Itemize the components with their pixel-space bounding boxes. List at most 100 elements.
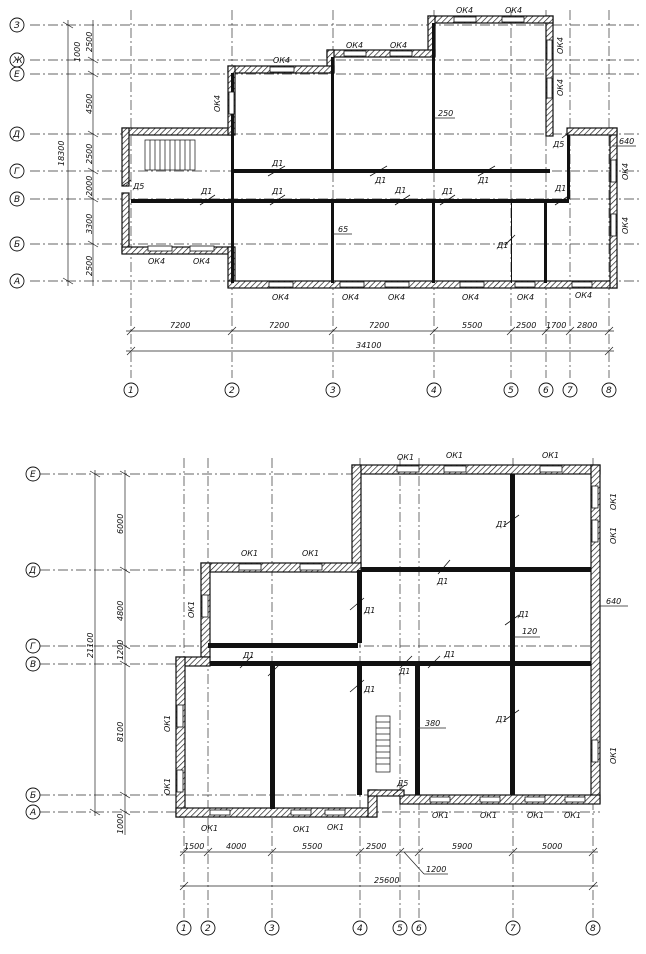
window-label: ОК4 <box>346 41 363 50</box>
dim-text: 4800 <box>116 601 125 621</box>
door-label: Д5 <box>396 779 408 788</box>
col-axis-label: 6 <box>543 386 549 396</box>
row-axis-label: Е <box>14 70 20 80</box>
plan2-exterior-walls <box>175 464 601 818</box>
callout-65: 65 <box>338 225 348 234</box>
dim-text: 7200 <box>269 321 289 330</box>
window-label: ОК4 <box>390 41 407 50</box>
dim-text: 7200 <box>369 321 389 330</box>
row-axis-label: Г <box>30 642 36 652</box>
row-axis-label: Ж <box>12 56 23 66</box>
window-label: ОК1 <box>527 811 544 820</box>
door-label: Д1 <box>394 186 406 195</box>
window-label: ОК4 <box>621 217 630 234</box>
row-axis-label: Б <box>30 791 36 801</box>
window-label: ОК1 <box>302 549 319 558</box>
dim-text: 1500 <box>184 842 204 851</box>
plan2-bottom-dimensions: 1500 4000 5500 2500 5900 5000 1200 25600 <box>179 842 598 891</box>
col-axis-label: 5 <box>397 924 403 934</box>
window-label: ОК4 <box>272 293 289 302</box>
door-label: Д5 <box>132 182 144 191</box>
col-axis-label: 7 <box>510 924 516 934</box>
dim-text: 4500 <box>85 94 94 114</box>
col-axis-label: 3 <box>269 924 275 934</box>
door-label: Д1 <box>363 685 375 694</box>
callout-640: 640 <box>606 597 621 606</box>
plan1-window-labels: ОК4 ОК4 ОК4 ОК4 ОК4 ОК4 ОК4 ОК4 ОК4 ОК4 … <box>148 6 630 302</box>
plan2-interior-walls <box>208 474 591 809</box>
door-label: Д1 <box>271 187 283 196</box>
door-label: Д1 <box>477 176 489 185</box>
col-axis-label: 3 <box>330 386 336 396</box>
dim-text: 2000 <box>85 176 94 196</box>
col-axis-label: 5 <box>508 386 514 396</box>
plan1-column-axis-bubbles: 1 2 3 4 5 6 7 8 <box>123 382 617 398</box>
overall-width: 34100 <box>356 341 381 350</box>
dim-text: 2500 <box>85 144 94 164</box>
plan2-windows <box>176 465 599 816</box>
window-label: ОК1 <box>187 601 196 618</box>
dim-text: 5000 <box>542 842 562 851</box>
door-label: Д1 <box>436 577 448 586</box>
plan1-door-ticks <box>121 129 573 246</box>
door-label: Д1 <box>495 520 507 529</box>
door-label: Д1 <box>200 187 212 196</box>
window-label: ОК4 <box>462 293 479 302</box>
col-axis-label: 8 <box>606 386 612 396</box>
window-label: ОК1 <box>609 747 618 764</box>
callout-380: 380 <box>425 719 440 728</box>
window-label: ОК1 <box>609 493 618 510</box>
dim-text: 4000 <box>226 842 246 851</box>
dim-text: 8100 <box>116 722 125 742</box>
row-axis-label: Д <box>12 130 20 140</box>
plan2-door-ticks <box>239 514 520 796</box>
door-label: Д1 <box>398 667 410 676</box>
window-label: ОК4 <box>342 293 359 302</box>
door-label: Д5 <box>552 140 564 149</box>
door-label: Д1 <box>363 606 375 615</box>
door-label: Д1 <box>517 610 529 619</box>
row-axis-label: В <box>30 660 36 670</box>
callout-640: 640 <box>619 137 634 146</box>
window-label: ОК4 <box>575 291 592 300</box>
plan2-callouts: 640 120 380 <box>418 597 628 729</box>
dim-text: 2500 <box>516 321 536 330</box>
dim-text: 6000 <box>116 514 125 534</box>
window-label: ОК4 <box>388 293 405 302</box>
door-label: Д1 <box>443 650 455 659</box>
window-label: ОК4 <box>517 293 534 302</box>
col-axis-label: 4 <box>357 924 363 934</box>
plan2-door-labels: Д1 Д1 Д1 Д1 Д1 Д1 Д1 Д1 Д1 Д5 <box>242 520 529 788</box>
window-label: ОК1 <box>446 451 463 460</box>
window-label: ОК4 <box>505 6 522 15</box>
window-label: ОК1 <box>480 811 497 820</box>
window-label: ОК1 <box>293 825 310 834</box>
window-label: ОК4 <box>621 163 630 180</box>
row-axis-label: А <box>29 808 36 818</box>
plan2-window-labels: ОК1 ОК1 ОК1 ОК1 ОК1 ОК1 ОК1 ОК1 ОК1 ОК1 … <box>163 451 618 834</box>
row-axis-label: Е <box>30 470 36 480</box>
extra-dim: 1200 <box>426 865 446 874</box>
plan1-callouts: 250 65 640 <box>332 109 636 235</box>
dim-text: 1000 <box>73 42 82 62</box>
plan2-row-axis-bubbles: Е Д Г В Б А <box>25 466 41 820</box>
window-label: ОК4 <box>193 257 210 266</box>
col-axis-label: 4 <box>431 386 437 396</box>
door-label: Д1 <box>271 159 283 168</box>
window-label: ОК4 <box>456 6 473 15</box>
col-axis-label: 6 <box>416 924 422 934</box>
plan2-column-axis-bubbles: 1 2 3 4 5 6 7 8 <box>176 920 601 936</box>
row-axis-label: Г <box>14 167 20 177</box>
overall-height: 21100 <box>86 633 95 658</box>
window-label: ОК1 <box>397 453 414 462</box>
dim-text: 7200 <box>170 321 190 330</box>
dim-text: 2500 <box>366 842 386 851</box>
dim-text: 1700 <box>546 321 566 330</box>
plan-1: ОК4 ОК4 ОК4 ОК4 ОК4 ОК4 ОК4 ОК4 ОК4 ОК4 … <box>9 6 640 398</box>
plan1-staircase <box>144 139 196 171</box>
plan-2: ОК1 ОК1 ОК1 ОК1 ОК1 ОК1 ОК1 ОК1 ОК1 ОК1 … <box>25 451 628 936</box>
col-axis-label: 2 <box>205 924 211 934</box>
callout-250: 250 <box>438 109 453 118</box>
window-label: ОК1 <box>163 715 172 732</box>
overall-width: 25600 <box>374 876 399 885</box>
